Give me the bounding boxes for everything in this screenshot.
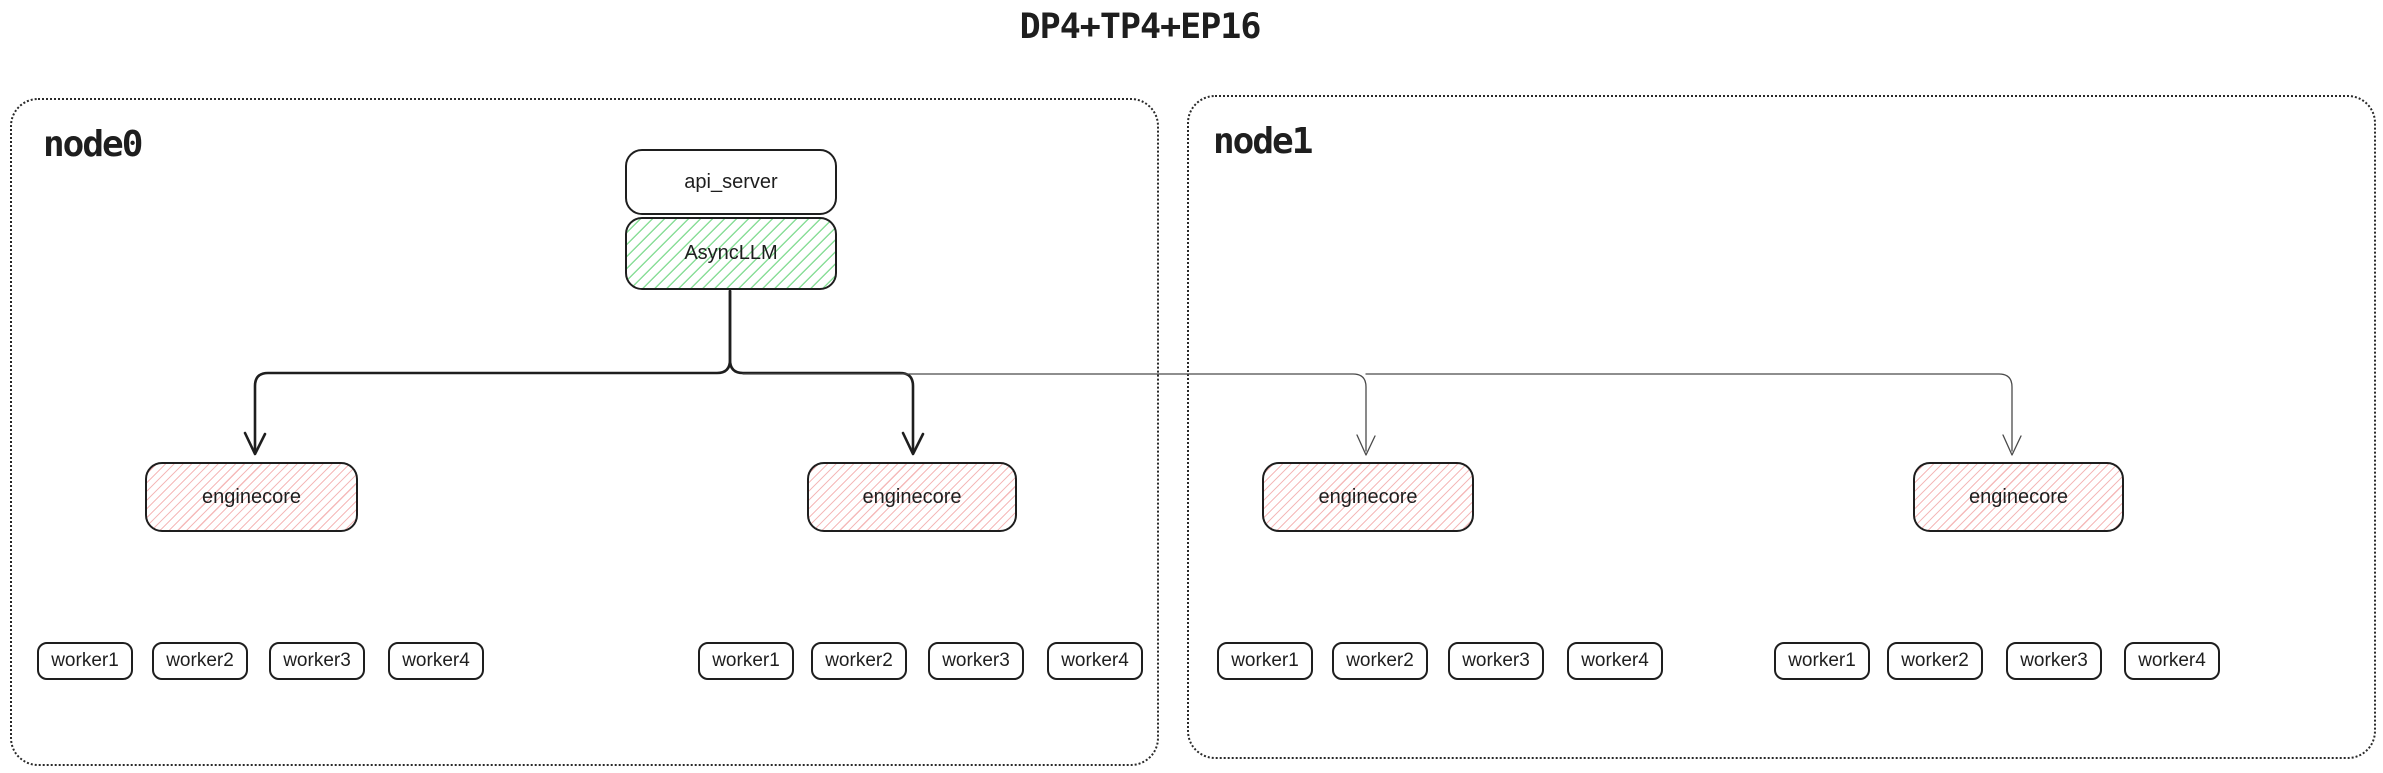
worker-box: worker1	[1774, 642, 1870, 680]
worker-box: worker1	[1217, 642, 1313, 680]
worker-box: worker2	[152, 642, 248, 680]
node0-label: node0	[43, 124, 143, 165]
enginecore-box-node1-2: enginecore	[1913, 462, 2124, 532]
worker-box: worker4	[1567, 642, 1663, 680]
api-server-box: api_server	[625, 149, 837, 215]
enginecore-box-node1-1: enginecore	[1262, 462, 1474, 532]
node1-label: node1	[1213, 121, 1313, 162]
worker-box: worker3	[928, 642, 1024, 680]
worker-box: worker4	[2124, 642, 2220, 680]
enginecore-box-node0-2: enginecore	[807, 462, 1017, 532]
enginecore-box-node0-1: enginecore	[145, 462, 358, 532]
worker-box: worker3	[2006, 642, 2102, 680]
worker-box: worker2	[811, 642, 907, 680]
worker-box: worker1	[37, 642, 133, 680]
worker-box: worker4	[1047, 642, 1143, 680]
worker-box: worker2	[1332, 642, 1428, 680]
worker-box: worker1	[698, 642, 794, 680]
diagram-title: DP4+TP4+EP16	[1019, 7, 1262, 47]
worker-box: worker3	[269, 642, 365, 680]
worker-box: worker3	[1448, 642, 1544, 680]
asyncllm-box: AsyncLLM	[625, 217, 837, 290]
worker-box: worker4	[388, 642, 484, 680]
worker-box: worker2	[1887, 642, 1983, 680]
